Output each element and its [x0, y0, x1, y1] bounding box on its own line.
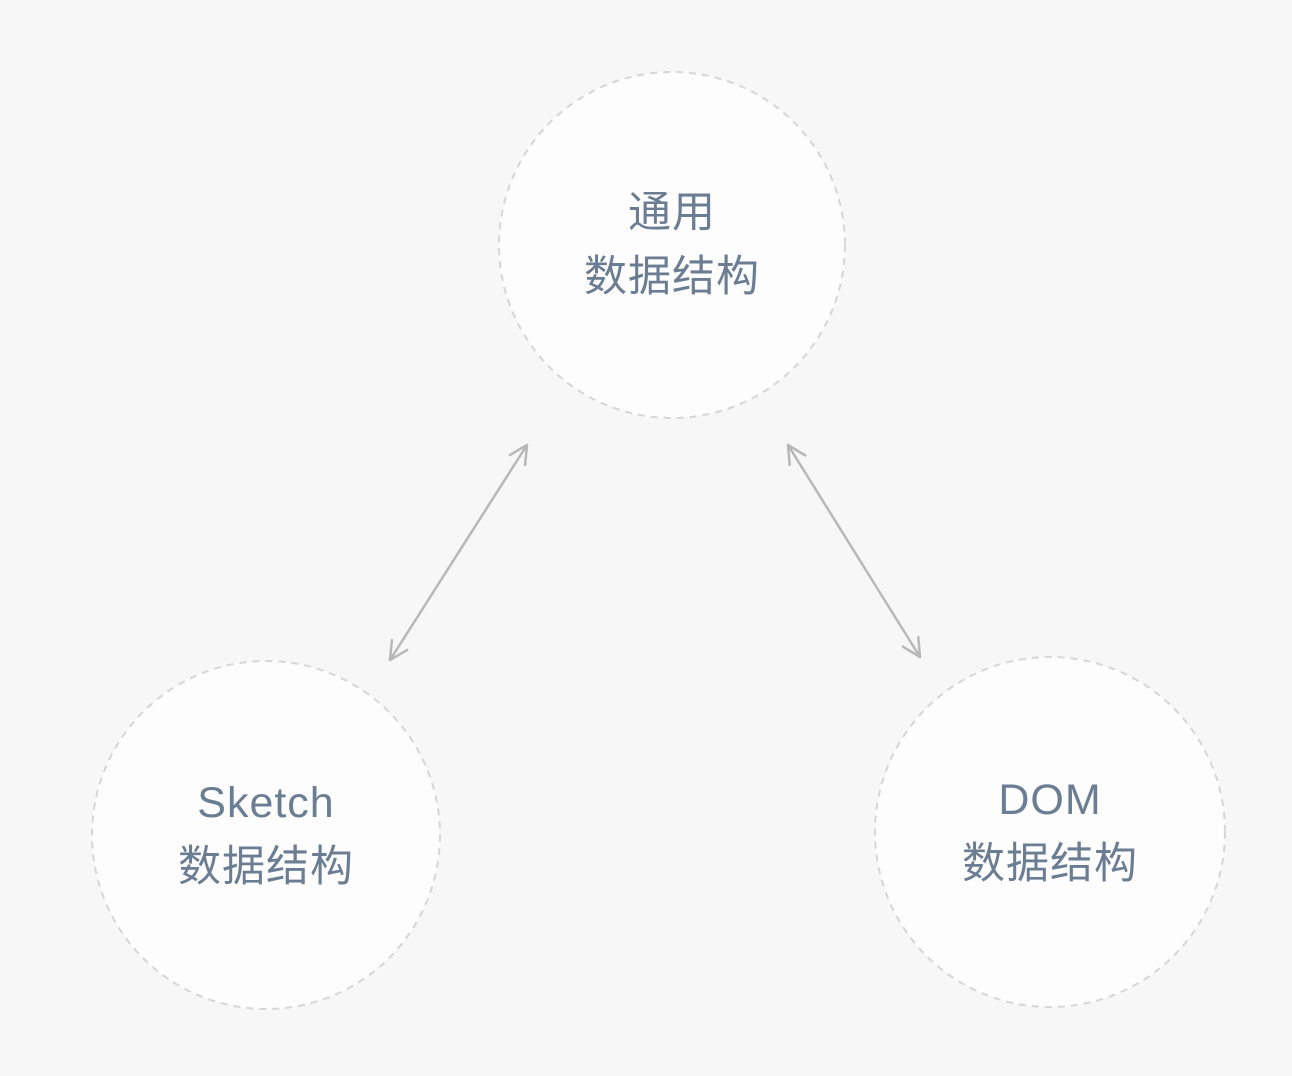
node-circle-generic — [498, 71, 846, 419]
double-arrow-generic-dom — [786, 443, 922, 659]
node-circle-dom — [874, 656, 1226, 1008]
node-circle-sketch — [91, 660, 441, 1010]
double-arrow-generic-sketch — [388, 443, 529, 662]
